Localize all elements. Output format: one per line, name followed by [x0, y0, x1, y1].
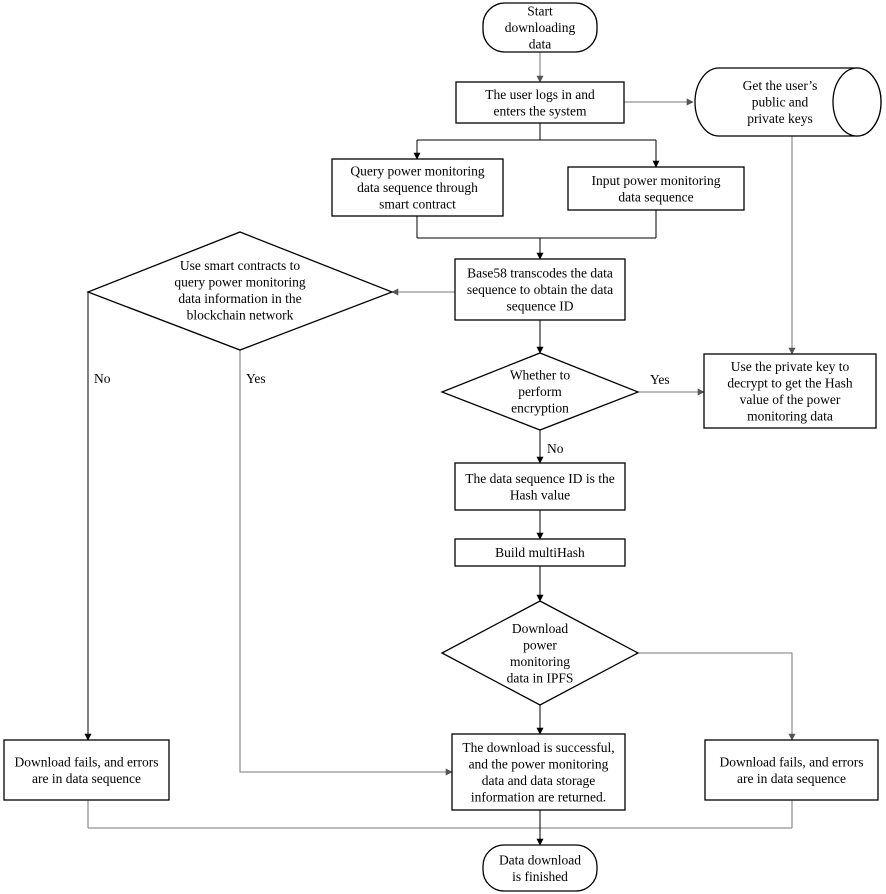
node-label-line: value of the power	[740, 392, 841, 407]
edge-label-no-left: No	[94, 371, 111, 386]
success-node: The download is successful,and the power…	[451, 733, 626, 811]
node-label-line: downloading	[505, 20, 576, 35]
node-label-line: Download fails, and errors	[15, 754, 159, 769]
node-label-line: power	[523, 637, 557, 652]
fail-left-node: Download fails, and errors are in data se…	[3, 739, 170, 801]
node-label-line: decrypt to get the Hash	[727, 375, 852, 390]
edge-ipfs-failright	[638, 652, 796, 741]
svg-text:The download is successful,and: The download is successful,and the power…	[462, 740, 614, 805]
node-label-line: Data download	[499, 852, 581, 867]
node-label-line: information are returned.	[471, 789, 606, 804]
node-label-line: Download fails, and errors	[720, 754, 864, 769]
node-label-line: blockchain network	[187, 307, 294, 322]
node-label-line: data	[529, 37, 552, 52]
node-label-line: Get the user’s	[743, 78, 818, 93]
end-node: Data download is finished	[482, 844, 598, 892]
edge-label-no-encrypt: No	[547, 441, 564, 456]
node-label-line: Build multiHash	[495, 545, 585, 560]
multihash-node: Build multiHash	[454, 538, 626, 567]
node-label-line: Base58 transcodes the data	[467, 266, 613, 281]
node-label-line: Start	[527, 4, 553, 19]
node-label-line: sequence to obtain the data	[467, 282, 613, 297]
edge-label-yes-left: Yes	[246, 371, 266, 386]
node-label-line: sequence ID	[506, 299, 573, 314]
node-label-line: The data sequence ID is the	[465, 471, 615, 486]
node-label-line: data sequence through	[357, 180, 478, 195]
node-label-line: monitoring data	[747, 408, 833, 423]
node-label-line: smart contract	[379, 197, 456, 212]
node-label-line: data in IPFS	[507, 670, 574, 685]
node-label-line: Use the private key to	[731, 359, 850, 374]
node-label-line: data and data storage	[482, 773, 596, 788]
node-label-line: The user logs in and	[485, 87, 595, 102]
node-label-line: Whether to	[510, 368, 571, 383]
node-label-line: Input power monitoring	[592, 173, 721, 188]
node-label-line: and the power monitoring	[469, 756, 609, 771]
node-label-line: private keys	[747, 111, 813, 126]
node-label-line: perform	[518, 384, 562, 399]
node-label-line: query power monitoring	[174, 274, 305, 289]
node-label-line: is finished	[512, 869, 568, 884]
node-label-line: Download	[512, 621, 568, 636]
node-label-line: data information in the	[178, 291, 301, 306]
fail-right-node: Download fails, and errors are in data se…	[704, 739, 879, 801]
node-label-line: are in data sequence	[737, 771, 846, 786]
node-label-line: encryption	[511, 401, 569, 416]
node-label-line: enters the system	[494, 103, 587, 118]
svg-text:Build multiHash: Build multiHash	[495, 545, 585, 560]
edge-label-yes-encrypt: Yes	[650, 372, 670, 387]
node-label-line: Query power monitoring	[350, 164, 484, 179]
node-label-line: monitoring	[510, 654, 570, 669]
edges	[84, 52, 796, 846]
node-label-line: Hash value	[510, 487, 570, 502]
edge-smartquery-success	[239, 350, 453, 776]
node-label-line: The download is successful,	[462, 740, 614, 755]
node-label-line: Use smart contracts to	[180, 258, 301, 273]
node-label-line: data sequence	[618, 189, 693, 204]
node-label-line: public and	[752, 95, 809, 110]
node-label-line: are in data sequence	[32, 771, 141, 786]
